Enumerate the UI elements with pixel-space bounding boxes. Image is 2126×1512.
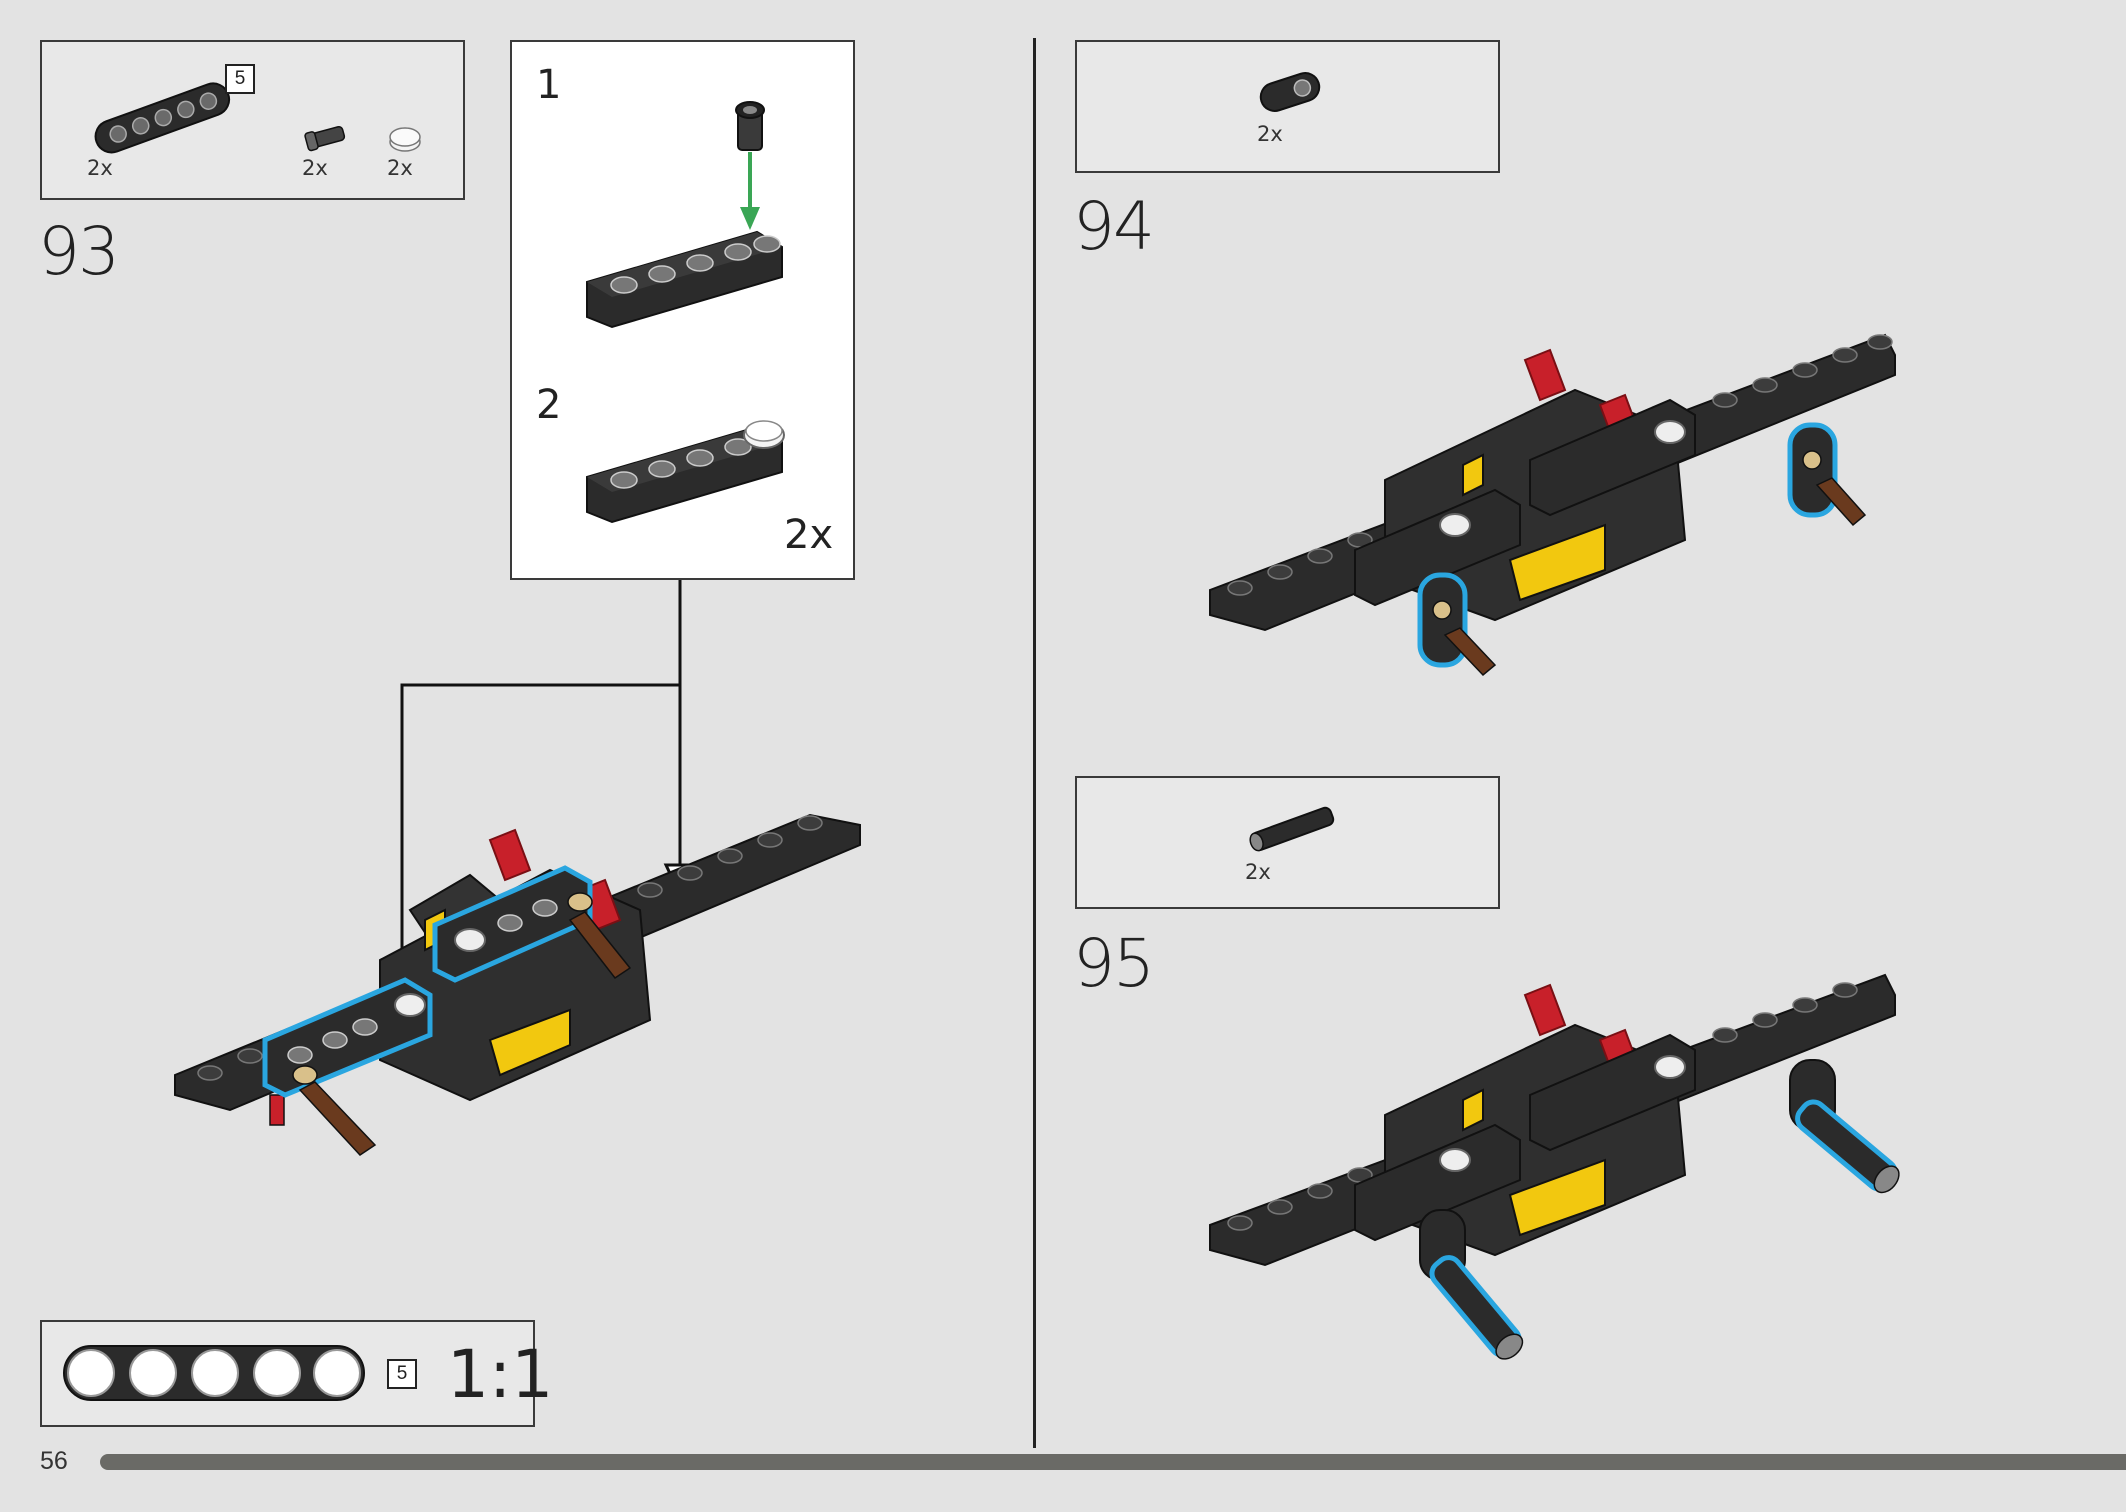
progress-bar bbox=[100, 1454, 2126, 1470]
round-tile-icon bbox=[389, 127, 421, 152]
part-quantity: 2x bbox=[387, 156, 413, 180]
beam-5-ruler-icon bbox=[63, 1345, 365, 1401]
beam-length-badge: 5 bbox=[225, 64, 255, 94]
beam-5-icon bbox=[586, 230, 783, 329]
model-step-93 bbox=[174, 813, 861, 1156]
beam-length-badge: 5 bbox=[387, 1359, 417, 1389]
axle-icon bbox=[1249, 806, 1335, 852]
green-arrow-icon bbox=[740, 152, 760, 230]
beam-5-icon bbox=[94, 82, 231, 154]
step-number-93: 93 bbox=[38, 213, 120, 290]
parts-list-step-94: 2x bbox=[1075, 40, 1500, 173]
connector-icon bbox=[1259, 72, 1321, 112]
substep-number-2: 2 bbox=[536, 382, 562, 428]
step-number-95: 95 bbox=[1073, 925, 1155, 1002]
page-divider bbox=[1033, 38, 1036, 1448]
part-quantity: 2x bbox=[302, 156, 328, 180]
part-quantity: 2x bbox=[1245, 860, 1271, 884]
parts-list-step-93: 5 2x 2x 2x bbox=[40, 40, 465, 200]
part-quantity: 2x bbox=[1257, 122, 1283, 146]
model-step-95 bbox=[1209, 973, 1900, 1360]
callout-quantity: 2x bbox=[784, 512, 834, 558]
scale-label: 1:1 bbox=[447, 1336, 554, 1413]
scale-ruler-box: 5 1:1 bbox=[40, 1320, 553, 1427]
subassembly-callout: 1 2 2x bbox=[510, 40, 855, 580]
pin-icon bbox=[304, 125, 346, 152]
model-step-94 bbox=[1209, 333, 1896, 677]
substep-number-1: 1 bbox=[536, 62, 562, 108]
part-quantity: 2x bbox=[87, 156, 113, 180]
page-number: 56 bbox=[40, 1447, 68, 1475]
pin-icon bbox=[735, 101, 765, 151]
step-number-94: 94 bbox=[1073, 188, 1155, 265]
beam-5-icon bbox=[586, 420, 785, 524]
parts-list-step-95: 2x bbox=[1075, 776, 1500, 909]
